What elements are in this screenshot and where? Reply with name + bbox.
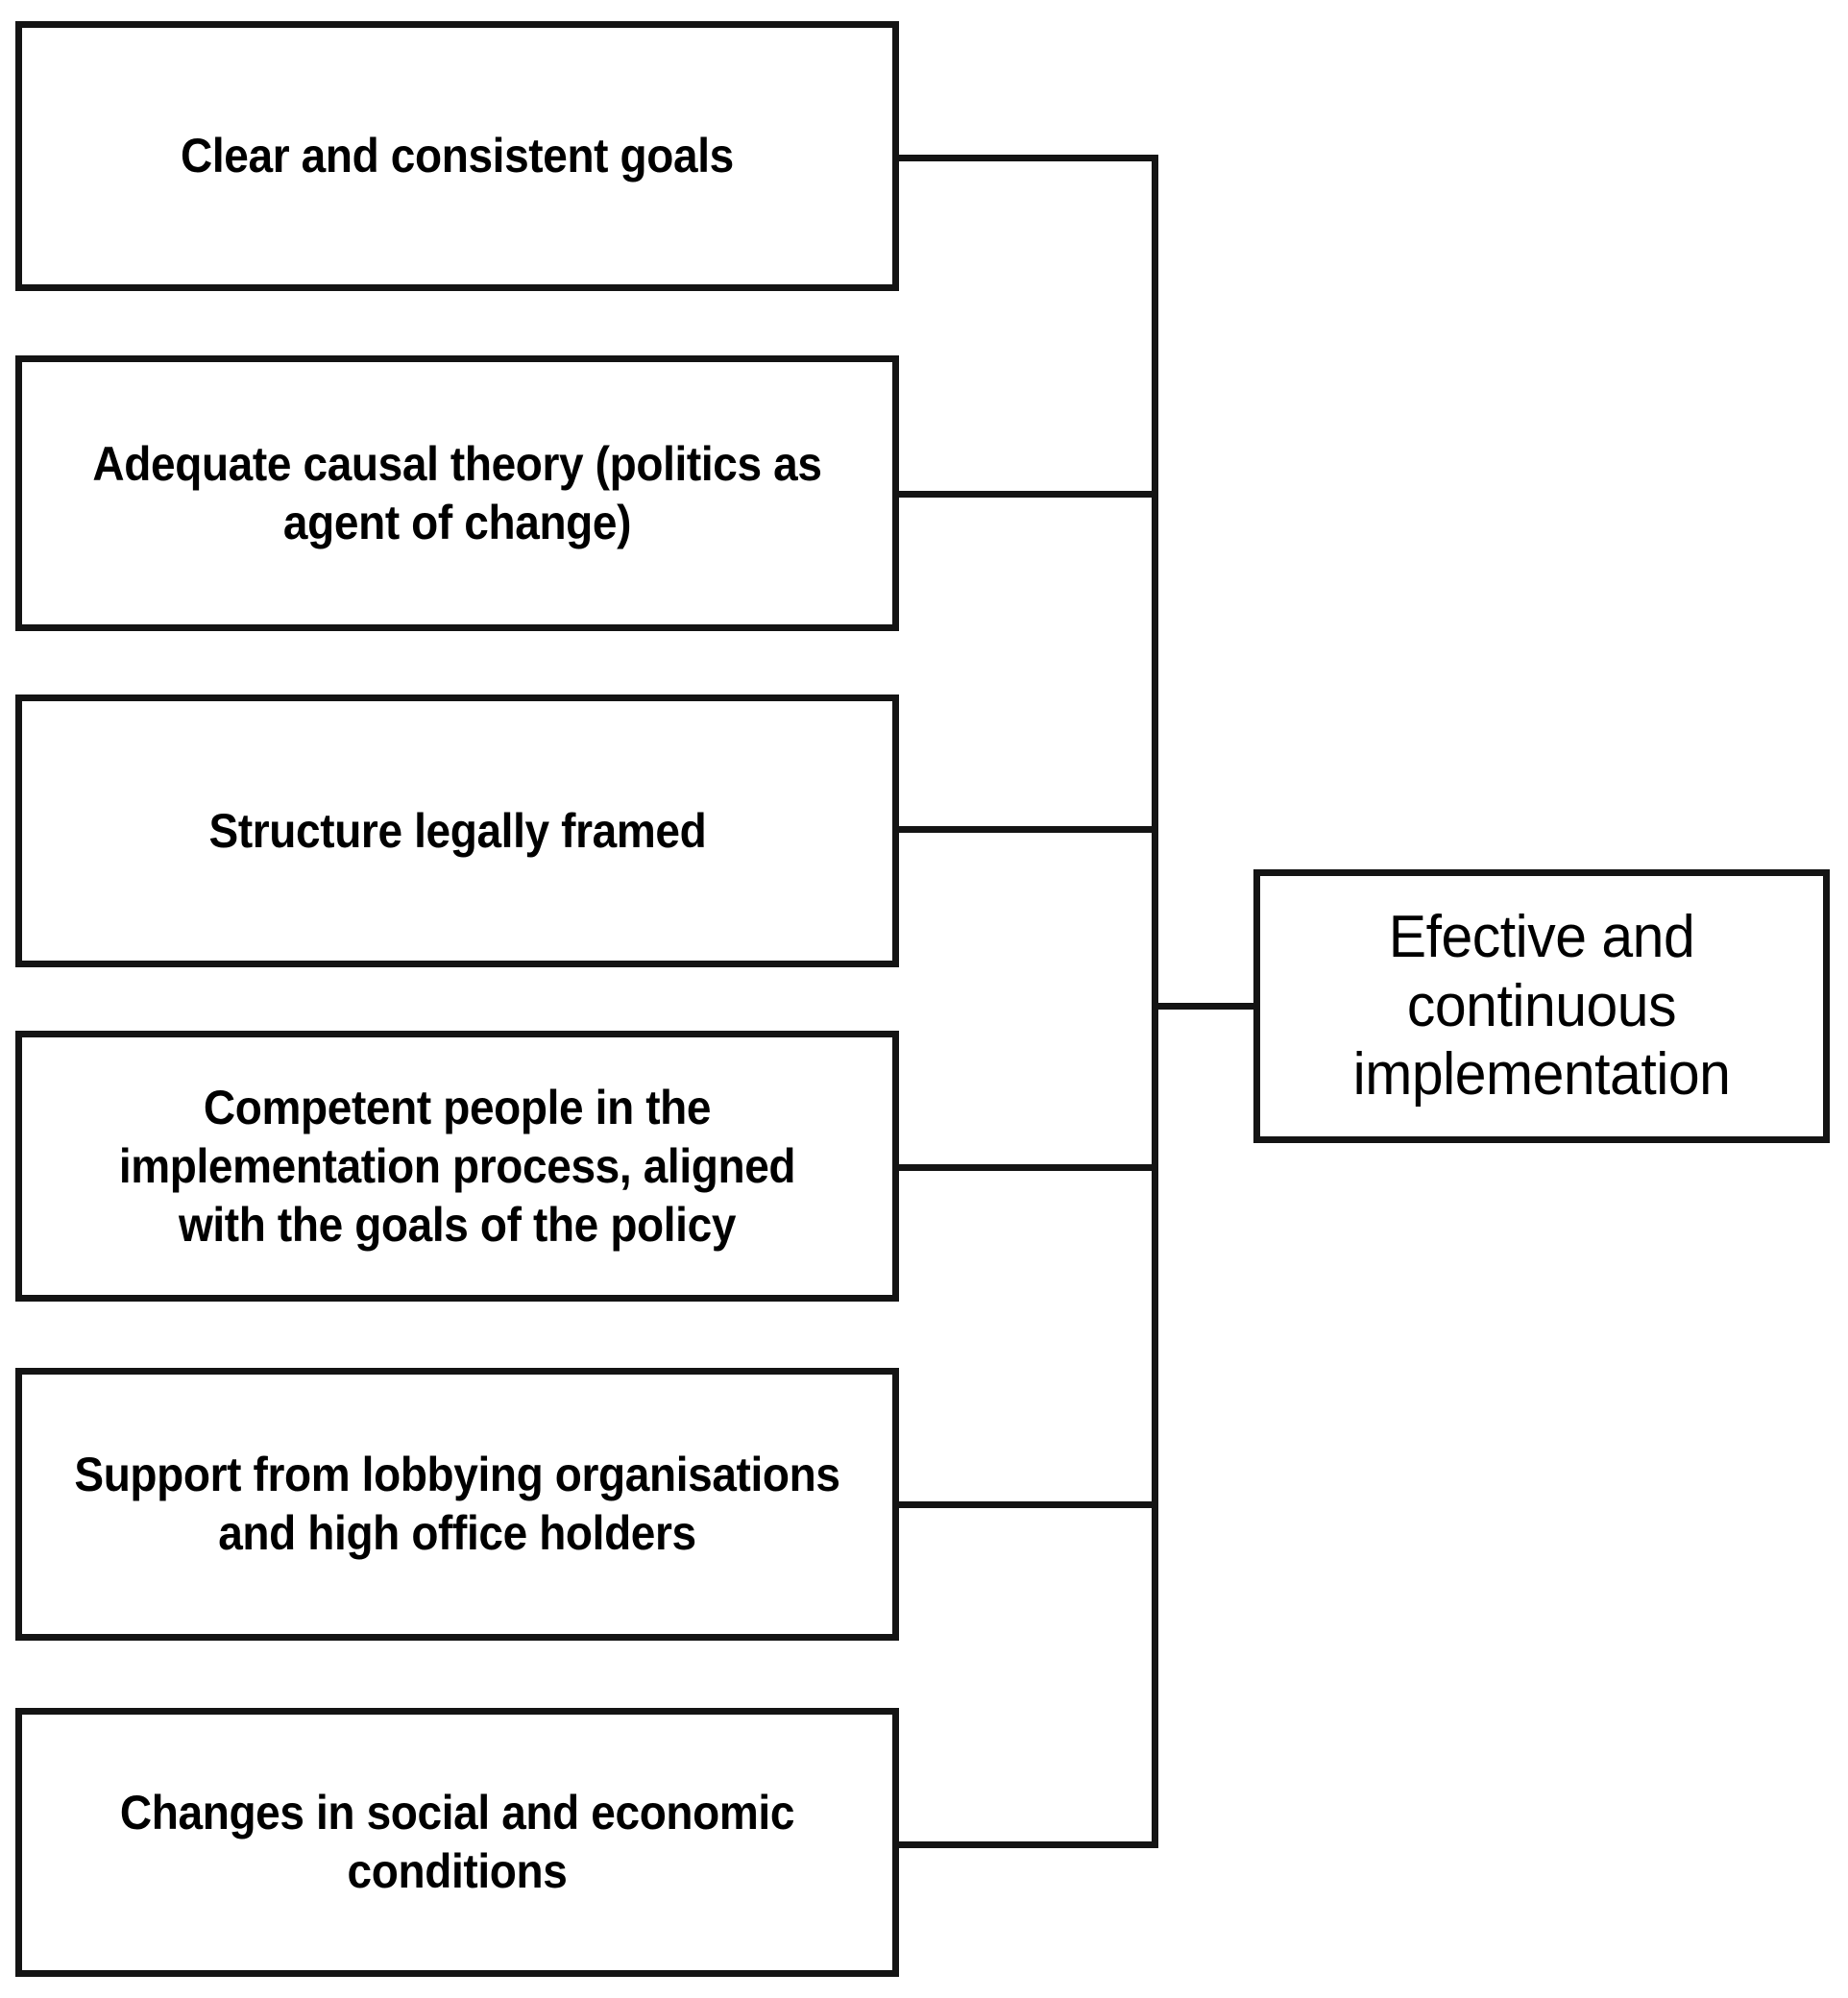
condition-box-changes-in-conditions: Changes in social and economic condition…: [15, 1708, 899, 1977]
condition-label: Changes in social and economic condition…: [119, 1786, 795, 1898]
outcome-label: Efective and continuous implementation: [1352, 903, 1731, 1109]
connector-line-condition-5: [899, 1501, 1158, 1508]
connector-line-condition-2: [899, 491, 1158, 498]
connector-line-outcome: [1152, 1003, 1259, 1010]
connector-line-condition-3: [899, 826, 1158, 833]
outcome-box-effective-and-continuous-implementation: Efective and continuous implementation: [1253, 869, 1830, 1143]
condition-box-competent-people: Competent people in the implementation p…: [15, 1031, 899, 1302]
connector-line-condition-6: [899, 1841, 1158, 1848]
connector-line-condition-1: [899, 155, 1158, 161]
condition-label: Support from lobbying organisations and …: [74, 1448, 840, 1560]
condition-box-support-from-lobbying: Support from lobbying organisations and …: [15, 1368, 899, 1641]
condition-label: Clear and consistent goals: [181, 129, 734, 183]
condition-label: Structure legally framed: [208, 803, 706, 858]
condition-box-clear-and-consistent-goals: Clear and consistent goals: [15, 21, 899, 291]
condition-label: Competent people in the implementation p…: [118, 1080, 796, 1252]
condition-label: Adequate causal theory (politics as agen…: [92, 436, 822, 549]
condition-box-structure-legally-framed: Structure legally framed: [15, 694, 899, 967]
connector-line-condition-4: [899, 1164, 1158, 1171]
condition-box-adequate-causal-theory: Adequate causal theory (politics as agen…: [15, 355, 899, 631]
connector-trunk-vertical: [1152, 155, 1158, 1848]
